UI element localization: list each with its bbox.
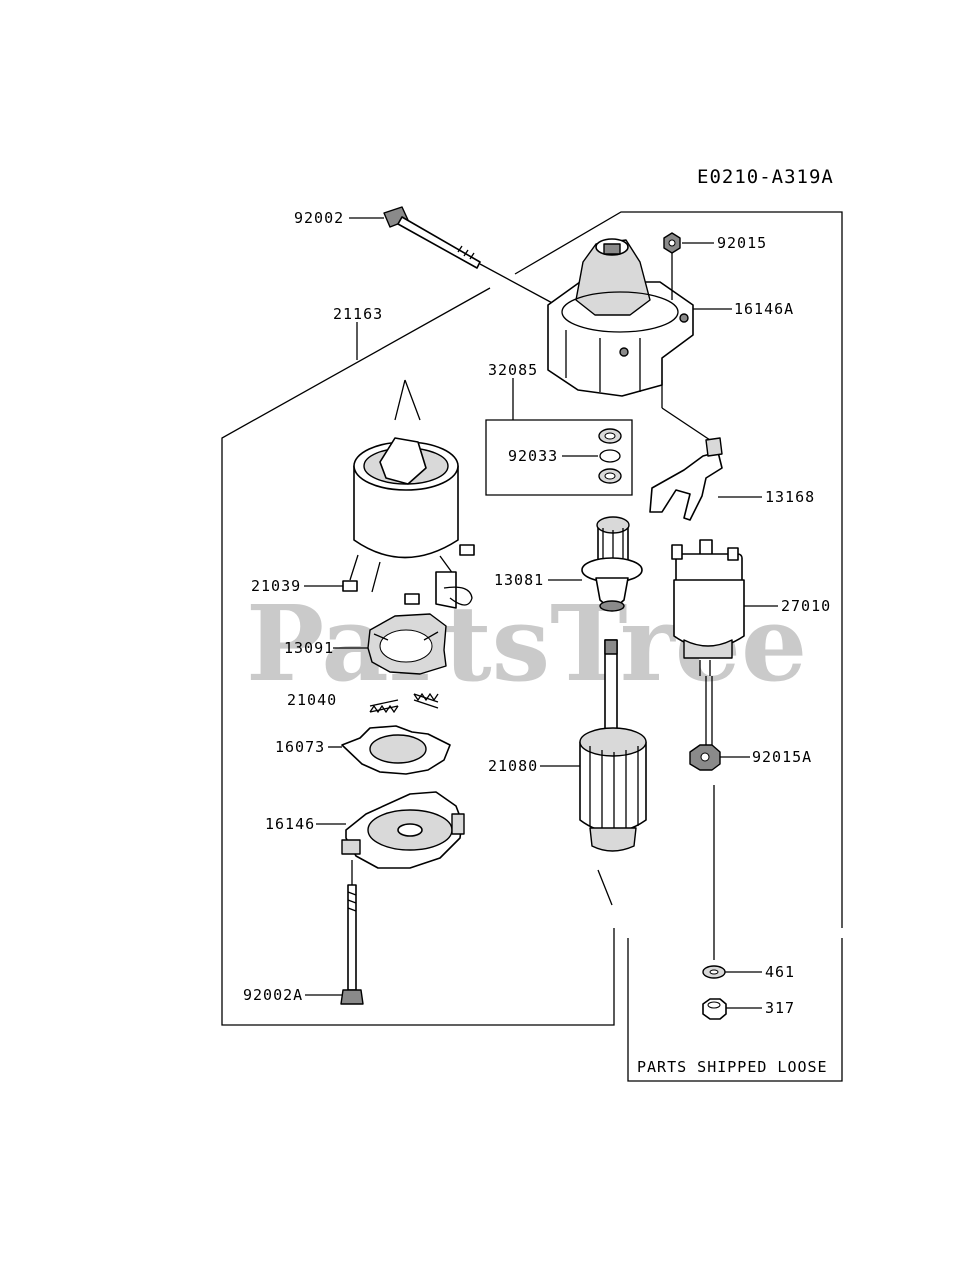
label-92002A: 92002A [243, 986, 303, 1004]
springs-21040 [369, 692, 439, 714]
label-13081: 13081 [494, 571, 544, 589]
label-21039: 21039 [251, 577, 301, 595]
yoke-21163 [349, 379, 475, 609]
assembly-boundary [221, 211, 843, 1026]
label-21080: 21080 [488, 757, 538, 775]
label-21163: 21163 [333, 305, 383, 323]
brush-holder-13091 [367, 613, 447, 675]
label-16146A: 16146A [734, 300, 794, 318]
label-317: 317 [765, 999, 795, 1017]
label-92015A: 92015A [752, 748, 812, 766]
label-461: 461 [765, 963, 795, 981]
label-16146: 16146 [265, 815, 315, 833]
kit-bracket-32085 [485, 378, 633, 496]
pinion-gear-13081 [581, 516, 643, 612]
long-bolt-92002 [383, 206, 557, 306]
armature-21080 [579, 639, 647, 906]
label-27010: 27010 [781, 597, 831, 615]
diagram-code: E0210-A319A [697, 166, 834, 188]
label-21040: 21040 [287, 691, 337, 709]
nut-92015A [689, 744, 721, 771]
label-92033: 92033 [508, 447, 558, 465]
label-92015: 92015 [717, 234, 767, 252]
label-92002: 92002 [294, 209, 344, 227]
label-13091: 13091 [284, 639, 334, 657]
loose-box-label: PARTS SHIPPED LOOSE [637, 1058, 828, 1076]
through-bolt-92002A [340, 860, 364, 1005]
washers-92033 [598, 428, 622, 484]
plate-16073 [341, 725, 451, 775]
solenoid-27010 [671, 539, 745, 676]
shift-lever-13168 [649, 437, 723, 521]
label-13168: 13168 [765, 488, 815, 506]
label-32085: 32085 [488, 361, 538, 379]
nut-317 [702, 998, 727, 1020]
nut-92015 [663, 232, 681, 254]
front-housing-16146A [547, 238, 694, 397]
connector-21039 [342, 580, 358, 592]
washer-461 [702, 965, 726, 979]
leader-housing-to-lever-2 [661, 407, 711, 441]
label-16073: 16073 [275, 738, 325, 756]
parts-shipped-loose-box: PARTS SHIPPED LOOSE [627, 938, 843, 1082]
rear-bracket-16146 [341, 791, 465, 869]
